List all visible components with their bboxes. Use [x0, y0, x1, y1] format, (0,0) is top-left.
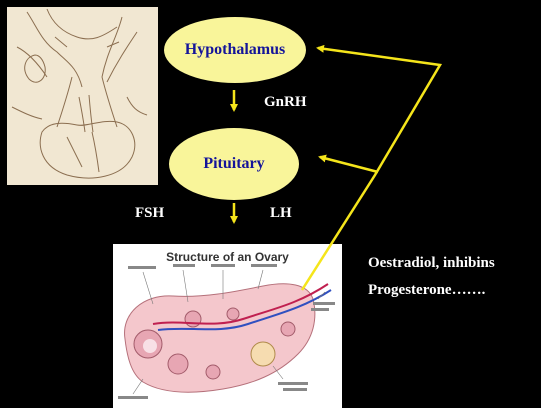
feedback-line-2: Progesterone……. [368, 277, 495, 304]
pituitary-label: Pituitary [203, 155, 264, 173]
feedback-line-1: Oestradiol, inhibins [368, 250, 495, 277]
ovary-figure-title: Structure of an Ovary [113, 250, 342, 264]
feedback-to-pituitary-arrow [320, 157, 378, 172]
fsh-label: FSH [135, 205, 164, 222]
pituitary-node: Pituitary [169, 128, 299, 200]
feedback-hormones-label: Oestradiol, inhibins Progesterone……. [368, 250, 495, 304]
hypothalamus-pituitary-sketch [7, 7, 158, 185]
hypothalamus-label: Hypothalamus [185, 41, 285, 59]
hypothalamus-node: Hypothalamus [164, 17, 306, 83]
ovary-structure-figure: Structure of an Ovary [113, 244, 342, 408]
lh-label: LH [270, 205, 292, 222]
gnrh-label: GnRH [264, 94, 307, 111]
